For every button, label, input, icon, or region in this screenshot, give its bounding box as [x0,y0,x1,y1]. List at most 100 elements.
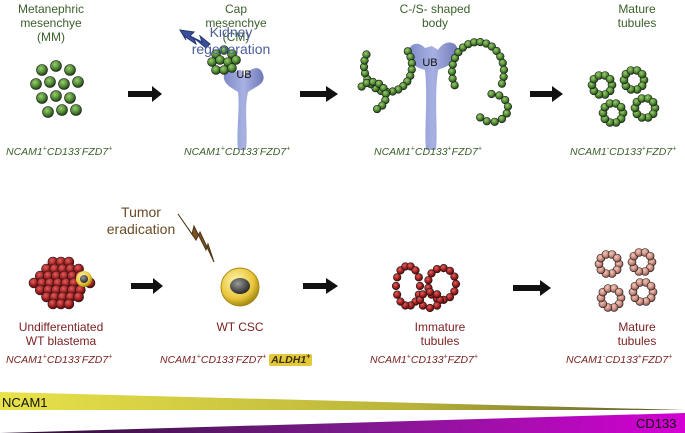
mm-cell [50,60,62,72]
kidney-regeneration-lightning-icon [179,29,211,49]
mature-tubule-cell [645,251,655,261]
immature-tubule-cell [450,287,459,296]
marker-wt-blastema: NCAM1+CD133-FZD7+ [6,353,113,367]
mature-tubules-green [587,66,660,127]
ureteric-bud [223,67,264,150]
immature-tubule-cell [391,281,401,291]
immature-tubules-cluster [391,262,461,313]
stage-label-wt-blastema: Undifferentiated WT blastema [18,320,104,348]
cm-cell [231,55,241,65]
mm-cell [30,78,42,90]
cs-cell [372,104,382,114]
cs-cell [476,113,485,122]
kidney-regeneration-label: Kidney regeneration [191,24,271,57]
cs-cell [492,46,501,56]
arrows [128,86,563,296]
ub-label-cs: UB [422,57,438,69]
cs-ureteric-bud [408,42,459,150]
mature-tubule-cell [646,281,656,291]
arrow-icon [530,86,563,102]
stage-label-cs-body: C-/S- shaped body [399,2,471,30]
mm-cell-cluster [30,60,84,118]
mm-cell [64,64,76,76]
blastema-csc-cell [76,271,92,287]
mm-cell [50,90,62,102]
cs-cell [503,102,513,111]
stage-label-mm: Metanephric mesenchye (MM) [17,2,85,44]
cs-cell [482,117,491,126]
wt-blastema-cluster [28,256,96,310]
cs-cell-chain [357,38,513,126]
mm-cell [58,78,70,90]
mature-tubule-cell [616,102,626,112]
immature-tubule-cell [425,303,435,313]
tumor-eradication-label: Tumor eradication [106,204,176,237]
cs-cell [487,89,496,99]
immature-tubule-cell [418,290,428,299]
arrow-icon [300,86,338,102]
blastema-cell [73,291,84,303]
arrow-icon [131,278,163,294]
mature-tubule-cell [637,69,647,79]
immature-tubule-cell [432,290,442,299]
marker-immature-tubules: NCAM1+CD133+FZD7+ [370,353,478,367]
mm-cell [72,76,84,88]
cm-cell [227,63,237,73]
ncam1-gradient-bar [0,392,685,410]
immature-tubule-cell [425,287,435,297]
ub-label-cm: UB [236,69,252,81]
cs-cell [497,79,507,88]
stage-label-mature-tubules-top: Mature tubules [617,2,657,30]
cs-cell [447,67,457,76]
marker-cm: NCAM1+CD133-FZD7+ [184,145,291,159]
blastema-cell [63,298,75,310]
immature-tubule-cell [393,273,402,282]
immature-tubule-cell [450,272,459,281]
wt-csc-cell [220,267,260,307]
ncam1-bar-label: NCAM1 [2,395,48,410]
marker-cs-body: NCAM1+CD133+FZD7+ [374,145,482,159]
mature-tubule-cell [648,97,658,107]
cs-cell [499,65,509,74]
cm-cell [219,65,229,75]
arrow-icon [303,278,338,294]
cs-cell [502,109,511,118]
immature-tubule-cell [396,297,405,306]
mm-cell [42,106,54,118]
immature-tubule-cell [432,301,442,310]
cap-mesenchyme-structure [207,45,264,150]
mm-cell [56,104,68,116]
immature-tubule-cell [445,266,455,275]
marker-mature-tubules-top: NCAM1-CD133+FZD7+ [570,145,677,159]
arrow-icon [513,280,551,296]
aldh1-badge: ALDH1+ [269,353,313,366]
cs-cell [499,72,508,82]
arrow-icon [128,86,162,102]
mature-tubule-cell [614,287,624,297]
cs-cell [362,50,371,59]
cd133-gradient-bar [0,413,685,433]
stage-label-immature-tubules: Immature tubules [414,320,466,348]
cs-cell [497,114,507,124]
marker-mm: NCAM1+CD133-FZD7+ [6,145,113,159]
mm-cell [70,104,82,116]
stage-label-cm: Cap mesenchye (CM) [205,2,267,44]
tumor-eradication-lightning-icon [177,213,215,263]
mm-cell [64,92,76,104]
immature-tubule-cell [424,276,433,285]
cd133-bar-label: CD133 [636,416,677,431]
cm-cell [207,57,217,67]
mm-cell [44,76,56,88]
marker-mature-tubules-bottom: NCAM1-CD133+FZD7+ [566,353,673,367]
stage-label-mature-tubules-bottom: Mature tubules [617,320,657,348]
mature-tubule-cell [605,74,615,84]
mature-tubules-pink [594,248,658,312]
mm-cell [36,64,48,76]
immature-tubule-cell [451,279,461,289]
cs-cell [448,74,457,83]
cm-cell [211,65,221,75]
marker-wt-csc: NCAM1+CD133-FZD7+ ALDH1+ [160,353,313,366]
cm-cell-cluster [207,45,241,75]
